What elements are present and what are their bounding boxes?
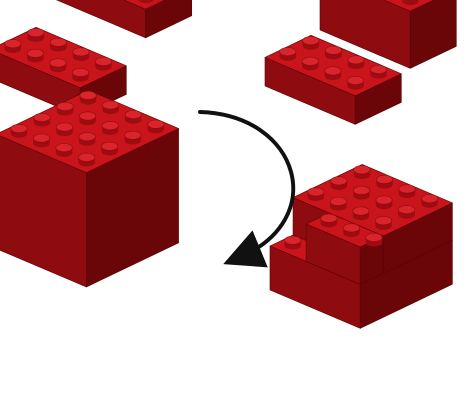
lego-stud-top [125, 110, 141, 118]
lego-stud-top [34, 113, 50, 121]
lego-stud-top [325, 46, 341, 54]
lego-stud-top [376, 175, 392, 183]
lego-stud-top [102, 121, 118, 129]
lego-stud-top [50, 59, 66, 67]
lego-stud-top [308, 188, 324, 196]
lego-stud-top [72, 68, 88, 76]
lego-stud-top [73, 48, 89, 56]
lego-stud-top [370, 65, 386, 73]
lego-stud-top [148, 120, 164, 128]
lego-stud-top [353, 186, 369, 194]
lego-stud-top [280, 47, 296, 55]
lego-stud-top [28, 28, 44, 36]
lego-stud-top [330, 197, 346, 205]
lego-stud-top [56, 123, 72, 131]
lego-stud-top [347, 76, 363, 84]
lego-stud-top [102, 101, 118, 109]
lego-stud-top [11, 124, 27, 132]
lego-stud-top [398, 205, 414, 213]
lego-stud-top [366, 233, 382, 241]
lego-stud-top [5, 39, 21, 47]
lego-stud-top [78, 153, 94, 161]
lego-stud-top [399, 185, 415, 193]
lego-stud-top [348, 56, 364, 64]
lego-stud-top [343, 224, 359, 232]
lego-stud-top [27, 49, 43, 57]
lego-stud-top [57, 102, 73, 110]
lego-stepped-structure [265, 0, 456, 124]
lego-stud-top [421, 194, 437, 202]
lego-stud-top [79, 132, 95, 140]
lego-stud-top [101, 142, 117, 150]
transformation-arrow [200, 112, 293, 258]
lego-stud-top [354, 166, 370, 174]
brick-right-face [410, 0, 456, 68]
lego-stud-top [325, 67, 341, 75]
lego-solid-cube [0, 90, 179, 287]
lego-stud-top [125, 131, 141, 139]
lego-stud-top [302, 57, 318, 65]
lego-cube-with-notch [270, 164, 452, 328]
lego-stud-top [33, 134, 49, 142]
lego-stud-top [285, 236, 301, 244]
lego-stud-top [95, 57, 111, 65]
lego-stud-top [321, 214, 337, 222]
lego-stud-top [50, 38, 66, 46]
lego-stud-top [331, 177, 347, 185]
lego-stud-top [375, 216, 391, 224]
lego-stud-top [353, 207, 369, 215]
lego-stud-top [79, 112, 95, 120]
brick-left-face [55, 0, 145, 38]
lego-stud-top [303, 36, 319, 44]
lego-stud-top [80, 91, 96, 99]
lego-stud-top [56, 144, 72, 152]
lego-stud-top [376, 196, 392, 204]
